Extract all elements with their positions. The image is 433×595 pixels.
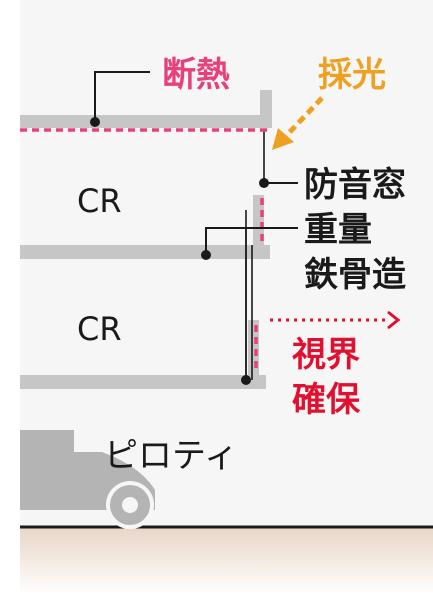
roof-slab [20, 115, 272, 128]
arrow-down-left-icon-head [272, 128, 294, 150]
truck-wheel-hub [122, 497, 138, 513]
piloti-label: ピロティ [104, 436, 238, 476]
arrow-down-left-icon [284, 96, 324, 138]
ground [20, 528, 433, 595]
soundproof-window-label: 防音窓 [304, 165, 406, 205]
daylight-label: 採光 [318, 55, 386, 95]
insulation-lines [20, 128, 268, 372]
room-label-lower: CR [77, 310, 122, 348]
background-panel [20, 0, 433, 526]
soundproof-window-leader-dot [259, 178, 269, 188]
insulation-leader-line [94, 71, 150, 122]
floor-slab-middle [20, 245, 270, 259]
room-label-upper: CR [77, 182, 122, 220]
insulation-label: 断熱 [162, 55, 230, 95]
view-label-line1: 視界 [292, 335, 360, 375]
parapet [260, 90, 272, 120]
spandrel-wall-lower [248, 320, 259, 389]
insulation-leader [90, 71, 150, 127]
heavy-steel-leader-dot-lower [241, 375, 251, 385]
truck-icon [20, 430, 155, 529]
heavy-steel-label-line2: 鉄骨造 [304, 255, 406, 295]
floor-slab-bottom [20, 375, 266, 389]
truck-cargo [20, 430, 74, 510]
heavy-steel-leader [201, 227, 298, 385]
arrow-right-icon-head [387, 310, 401, 330]
heavy-steel-label-line1: 重量 [304, 210, 372, 250]
daylight-arrow [272, 96, 324, 150]
view-label-line2: 確保 [292, 380, 361, 420]
heavy-steel-leader-dot-upper [201, 250, 211, 260]
soundproof-window-leader [259, 178, 298, 188]
heavy-steel-leader-line-upper [205, 227, 298, 255]
view-arrow [270, 310, 401, 330]
insulation-leader-dot [90, 117, 100, 127]
